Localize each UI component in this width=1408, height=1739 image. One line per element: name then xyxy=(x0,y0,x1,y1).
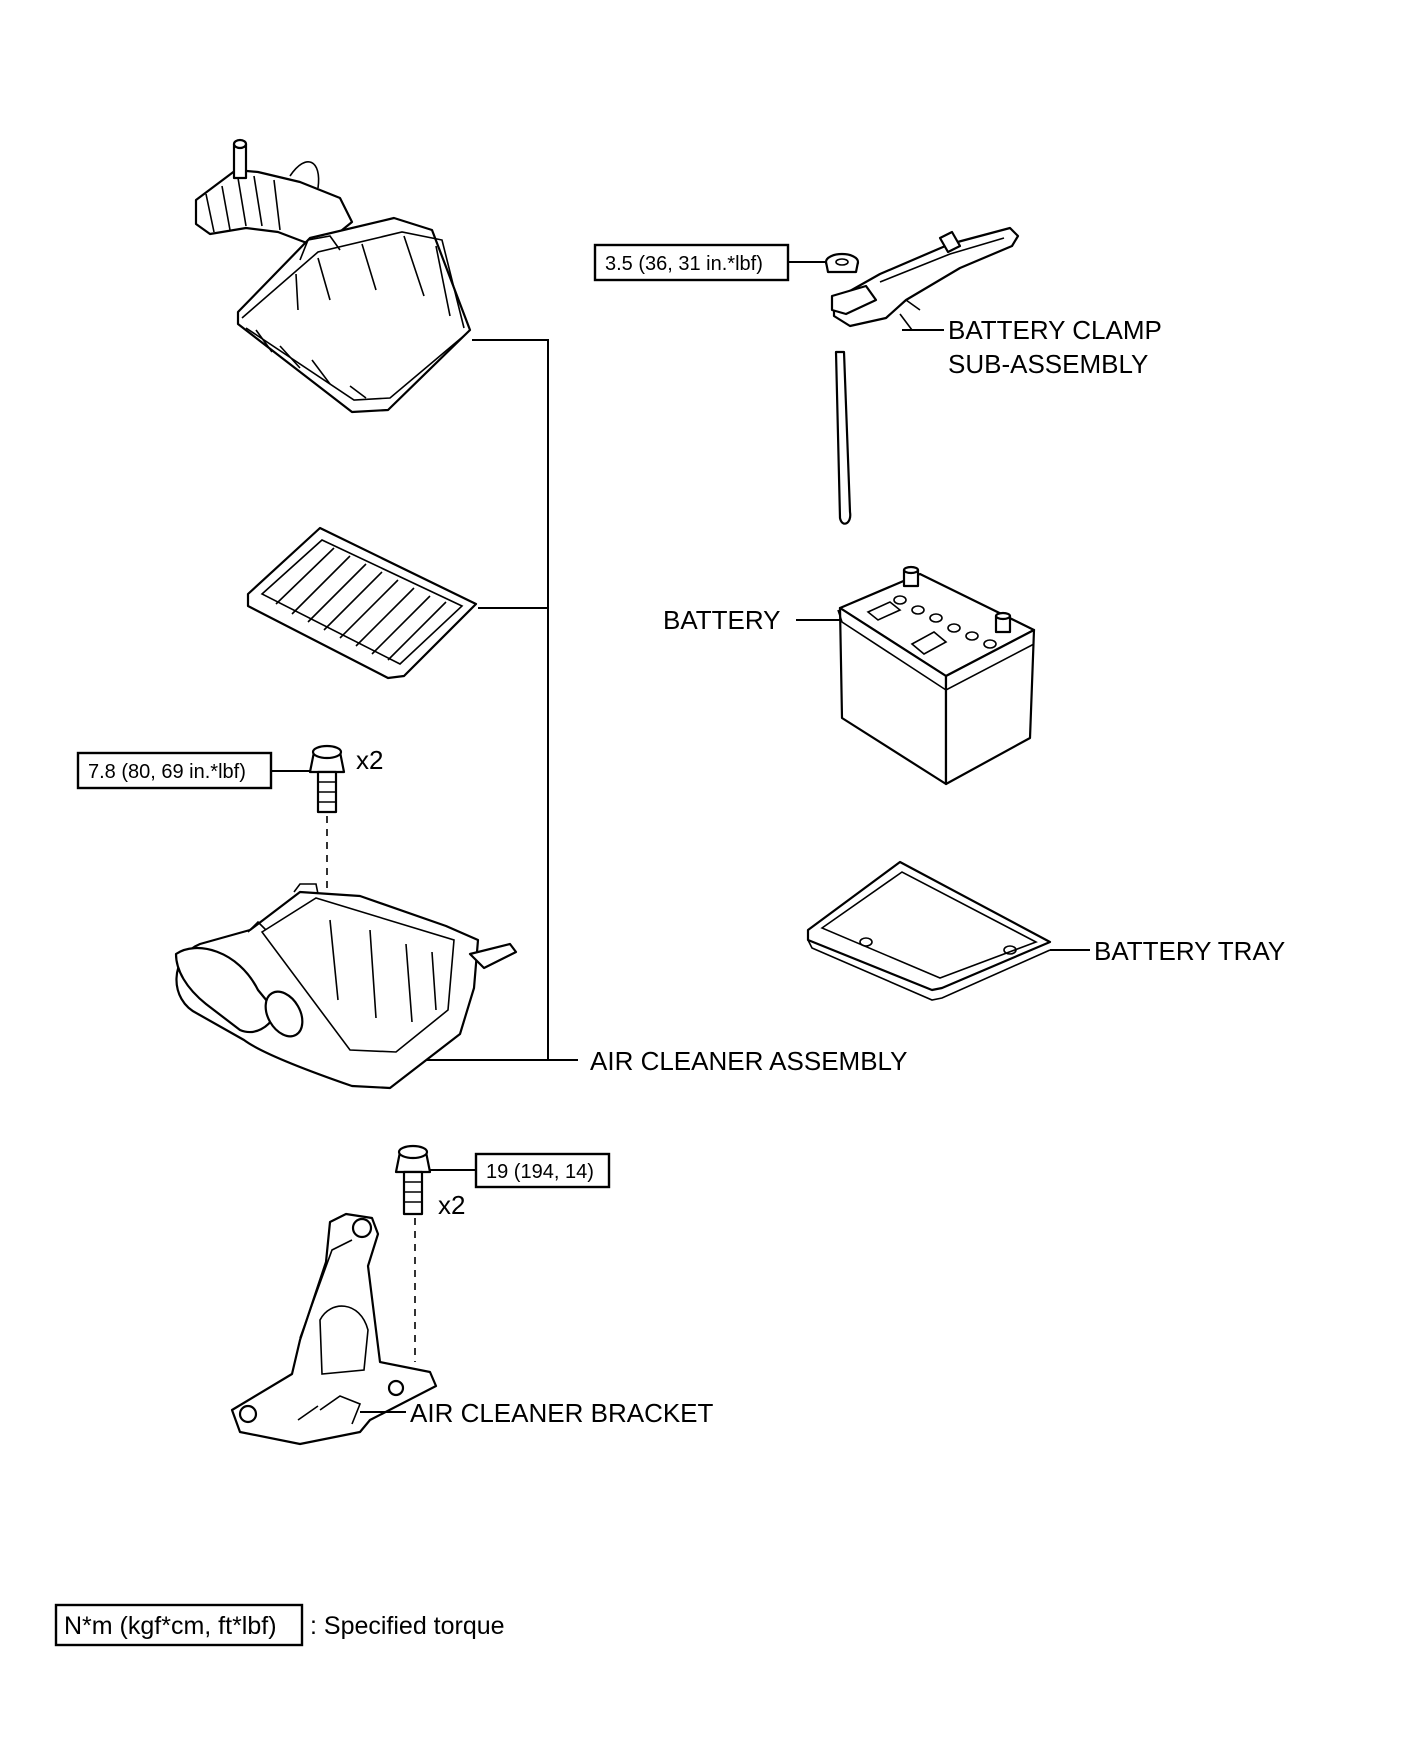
air-cleaner-assembly-callout xyxy=(410,339,578,1061)
label-air-cleaner-bracket: AIR CLEANER BRACKET xyxy=(410,1398,714,1428)
torque-value-battery-clamp-nut: 3.5 (36, 31 in.*lbf) xyxy=(605,253,763,275)
legend-description: : Specified torque xyxy=(310,1612,505,1640)
battery-clamp-callout: BATTERY CLAMP SUB-ASSEMBLY xyxy=(902,315,1162,379)
label-battery-clamp-line1: BATTERY CLAMP xyxy=(948,315,1162,345)
label-battery-tray: BATTERY TRAY xyxy=(1094,936,1285,966)
torque-value-air-cleaner-bolt: 7.8 (80, 69 in.*lbf) xyxy=(88,761,246,783)
battery-callout: BATTERY xyxy=(663,605,840,635)
air-cleaner-case-drawing xyxy=(174,883,518,1090)
battery-tray-callout: BATTERY TRAY xyxy=(1050,936,1285,966)
air-cleaner-bracket-drawing xyxy=(230,1212,438,1446)
battery-clamp-nut xyxy=(824,252,860,274)
battery-tray-drawing xyxy=(806,860,1052,1001)
qty-air-cleaner-bolt: x2 xyxy=(356,745,383,775)
legend-unit-box: N*m (kgf*cm, ft*lbf) xyxy=(64,1612,277,1640)
bracket-bolt-torque-callout: 19 (194, 14) x2 xyxy=(430,1152,611,1220)
label-air-cleaner-assembly: AIR CLEANER ASSEMBLY xyxy=(590,1046,907,1076)
air-cleaner-cap-drawing xyxy=(194,138,472,414)
air-cleaner-bolt-torque-callout: 7.8 (80, 69 in.*lbf) x2 xyxy=(76,745,383,790)
battery-clamp-drawing xyxy=(830,226,1020,525)
torque-value-bracket-bolt: 19 (194, 14) xyxy=(486,1161,594,1183)
qty-bracket-bolt: x2 xyxy=(438,1190,465,1220)
air-cleaner-bolt xyxy=(308,744,346,890)
bracket-bolt xyxy=(394,1144,432,1362)
battery-clamp-torque-callout: 3.5 (36, 31 in.*lbf) xyxy=(593,243,826,282)
torque-legend: N*m (kgf*cm, ft*lbf) : Specified torque xyxy=(54,1603,505,1647)
battery-drawing xyxy=(837,565,1036,786)
label-battery-clamp-line2: SUB-ASSEMBLY xyxy=(948,349,1148,379)
label-battery: BATTERY xyxy=(663,605,781,635)
air-filter-element-drawing xyxy=(246,526,478,680)
air-cleaner-bracket-callout: AIR CLEANER BRACKET xyxy=(360,1398,714,1428)
